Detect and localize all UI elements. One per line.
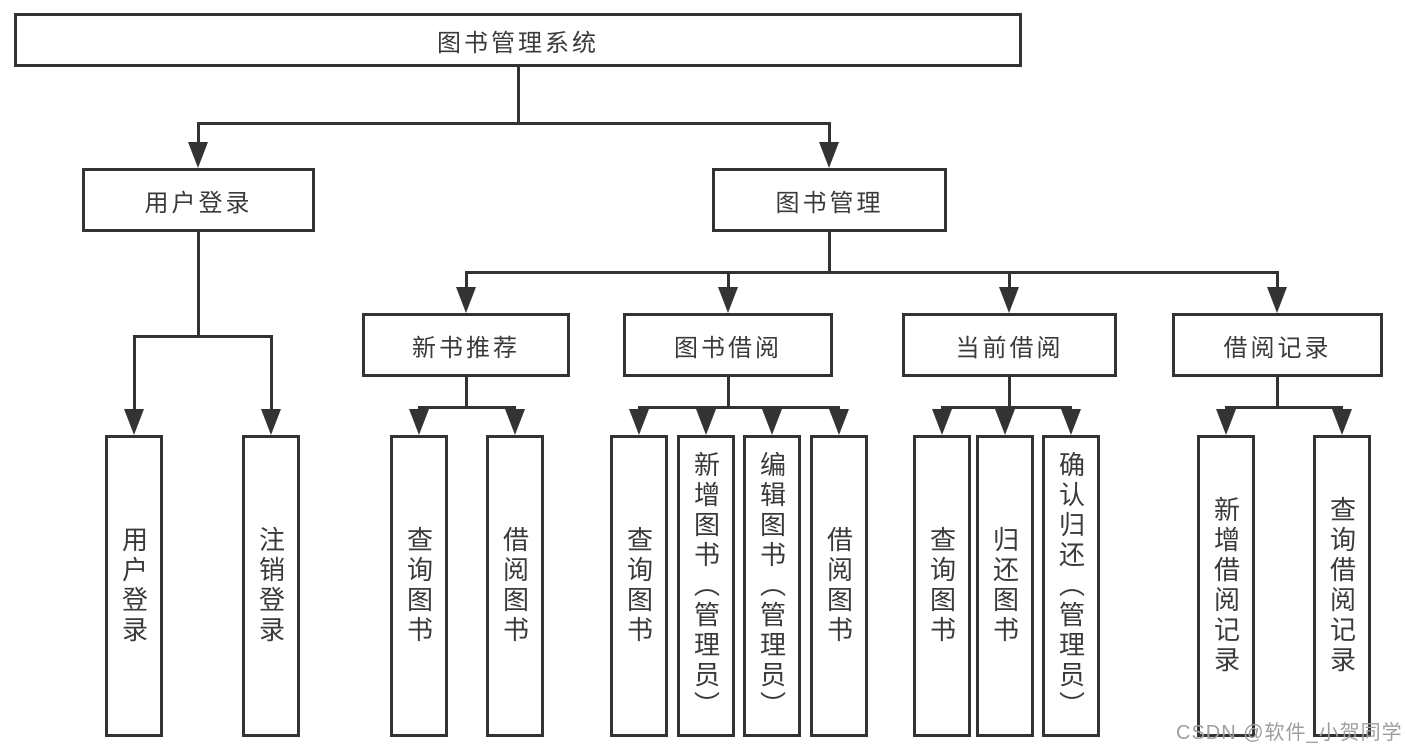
arrow-down-icon bbox=[696, 409, 716, 435]
node-new-book-rec-label: 新书推荐 bbox=[412, 334, 520, 362]
connector-line bbox=[197, 122, 831, 125]
leaf-bb-add-books-label: 新增图书（管理员） bbox=[690, 451, 721, 721]
node-root: 图书管理系统 bbox=[14, 13, 1022, 67]
node-user-login-label: 用户登录 bbox=[144, 189, 253, 217]
arrow-down-icon bbox=[505, 409, 525, 435]
node-book-mgmt: 图书管理 bbox=[712, 168, 947, 232]
leaf-cb-query-books: 查询图书 bbox=[913, 435, 971, 737]
connector-line bbox=[517, 67, 520, 122]
leaf-bb-borrow-books-label: 借阅图书 bbox=[823, 526, 854, 646]
arrow-down-icon bbox=[261, 409, 281, 435]
connector-line bbox=[828, 122, 831, 144]
node-user-login: 用户登录 bbox=[82, 168, 315, 232]
connector-line bbox=[1008, 377, 1011, 406]
arrow-down-icon bbox=[1332, 409, 1352, 435]
leaf-br-add-record: 新增借阅记录 bbox=[1197, 435, 1255, 737]
leaf-bb-query-books: 查询图书 bbox=[610, 435, 668, 737]
connector-line bbox=[465, 271, 1279, 274]
leaf-br-add-record-label: 新增借阅记录 bbox=[1210, 496, 1241, 676]
arrow-down-icon bbox=[188, 142, 208, 168]
watermark: CSDN @软件_小贺同学 bbox=[1176, 722, 1403, 744]
leaf-nb-borrow-books-label: 借阅图书 bbox=[499, 526, 530, 646]
connector-line bbox=[133, 335, 272, 338]
leaf-cb-confirm-return-label: 确认归还（管理员） bbox=[1055, 451, 1086, 721]
leaf-logout: 注销登录 bbox=[242, 435, 300, 737]
arrow-down-icon bbox=[409, 409, 429, 435]
leaf-user-login-label: 用户登录 bbox=[118, 526, 149, 646]
leaf-user-login: 用户登录 bbox=[105, 435, 163, 737]
connector-line bbox=[465, 377, 468, 406]
arrow-down-icon bbox=[819, 142, 839, 168]
leaf-nb-borrow-books: 借阅图书 bbox=[486, 435, 544, 737]
arrow-down-icon bbox=[999, 287, 1019, 313]
leaf-bb-edit-books-label: 编辑图书（管理员） bbox=[756, 451, 787, 721]
arrow-down-icon bbox=[1267, 287, 1287, 313]
leaf-cb-query-books-label: 查询图书 bbox=[926, 526, 957, 646]
node-current-borrow: 当前借阅 bbox=[902, 313, 1117, 377]
connector-line bbox=[1276, 271, 1279, 289]
connector-line bbox=[727, 377, 730, 406]
node-current-borrow-label: 当前借阅 bbox=[955, 334, 1064, 362]
connector-line bbox=[941, 406, 1072, 409]
leaf-cb-return-books-label: 归还图书 bbox=[989, 526, 1020, 646]
arrow-down-icon bbox=[124, 409, 144, 435]
leaf-bb-borrow-books: 借阅图书 bbox=[810, 435, 868, 737]
leaf-bb-add-books: 新增图书（管理员） bbox=[677, 435, 735, 737]
arrow-down-icon bbox=[829, 409, 849, 435]
leaf-bb-query-books-label: 查询图书 bbox=[623, 526, 654, 646]
arrow-down-icon bbox=[1216, 409, 1236, 435]
node-new-book-rec: 新书推荐 bbox=[362, 313, 570, 377]
arrow-down-icon bbox=[995, 409, 1015, 435]
leaf-logout-label: 注销登录 bbox=[255, 526, 286, 646]
node-book-borrow-label: 图书借阅 bbox=[674, 334, 782, 362]
leaf-nb-query-books: 查询图书 bbox=[390, 435, 448, 737]
leaf-br-query-record-label: 查询借阅记录 bbox=[1326, 496, 1357, 676]
connector-line bbox=[418, 406, 516, 409]
connector-line bbox=[133, 335, 136, 411]
connector-line bbox=[1276, 377, 1279, 406]
arrow-down-icon bbox=[629, 409, 649, 435]
connector-line bbox=[465, 271, 468, 289]
arrow-down-icon bbox=[1061, 409, 1081, 435]
connector-line bbox=[1008, 271, 1011, 289]
node-borrow-records-label: 借阅记录 bbox=[1223, 334, 1332, 362]
arrow-down-icon bbox=[456, 287, 476, 313]
arrow-down-icon bbox=[932, 409, 952, 435]
leaf-nb-query-books-label: 查询图书 bbox=[403, 526, 434, 646]
connector-line bbox=[197, 232, 200, 335]
node-book-mgmt-label: 图书管理 bbox=[775, 189, 884, 217]
arrow-down-icon bbox=[718, 287, 738, 313]
node-book-borrow: 图书借阅 bbox=[623, 313, 833, 377]
leaf-cb-return-books: 归还图书 bbox=[976, 435, 1034, 737]
connector-line bbox=[828, 232, 831, 271]
leaf-bb-edit-books: 编辑图书（管理员） bbox=[743, 435, 801, 737]
leaf-cb-confirm-return: 确认归还（管理员） bbox=[1042, 435, 1100, 737]
connector-line bbox=[270, 335, 273, 411]
connector-line bbox=[197, 122, 200, 144]
arrow-down-icon bbox=[762, 409, 782, 435]
leaf-br-query-record: 查询借阅记录 bbox=[1313, 435, 1371, 737]
node-borrow-records: 借阅记录 bbox=[1172, 313, 1383, 377]
connector-line bbox=[727, 271, 730, 289]
node-root-label: 图书管理系统 bbox=[437, 29, 599, 57]
connector-line bbox=[638, 406, 840, 409]
connector-line bbox=[1225, 406, 1343, 409]
